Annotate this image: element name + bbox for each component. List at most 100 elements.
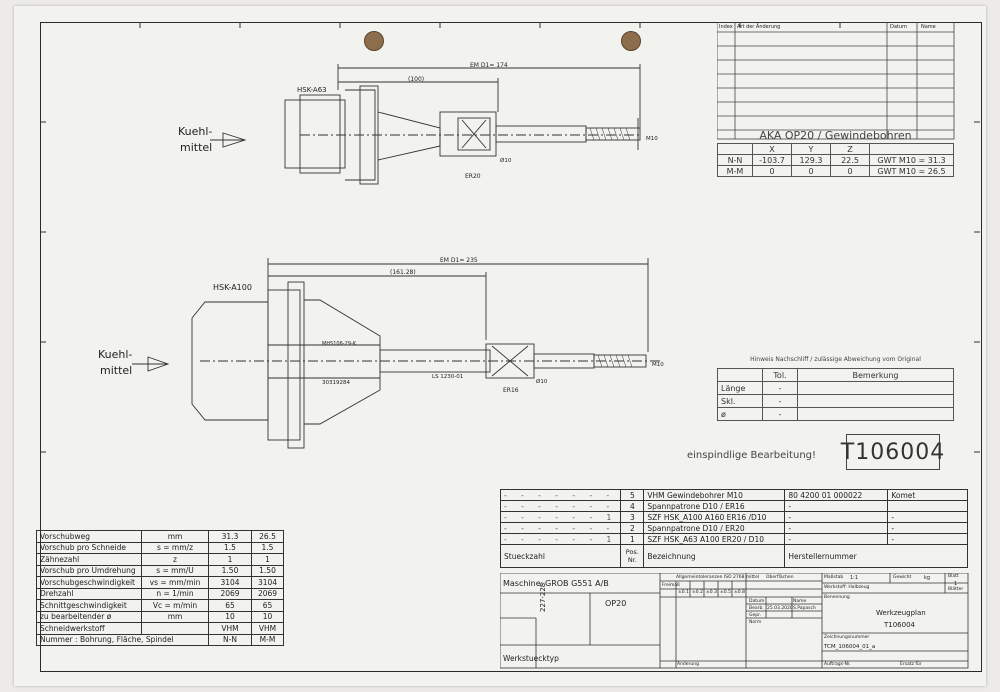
tb-gewicht: Gewicht [893,575,912,580]
spec-r0-c1: s = mm/z [141,541,209,554]
spec-r2-c0: Vorschub pro Umdrehung [36,564,142,577]
spec-r7-c3: VHM [251,622,284,635]
spec-r3-c2: 3104 [208,576,252,589]
parts-r4-number: - [784,533,889,545]
spec-r5-c0: Schnittgeschwindigkeit [36,599,142,612]
top-coolant-1: Kuehl- [178,125,212,138]
bottom-coolant-1: Kuehl- [98,348,132,361]
parts-r4-maker: - [887,533,968,545]
spec-r5-c1: Vc = m/min [141,599,209,612]
parts-r4-name: SZF HSK_A63 A100 ER20 / D10 [643,533,786,545]
parts-r1-name: Spannpatrone D10 / ER16 [643,500,786,512]
bottom-part2-label: 30319284 [322,380,350,386]
hinweis-title: Hinweis Nachschliff / zulässige Abweichu… [750,356,921,363]
punch-hole-left [364,31,384,51]
tb-benennung: Benennung [824,595,850,600]
spec-r6-c2: 10 [208,610,252,623]
parts-r1-number: - [784,500,889,512]
spec-r1-c2: 1 [208,553,252,566]
tb-op: OP20 [605,599,627,608]
hinweis-col-tol: Tol. [762,368,798,382]
drawing-frame [40,22,982,672]
aka-table: X Y Z N-N -103.7 129.3 22.5 GWT M10 = 31… [717,143,954,177]
tb-drawn: S.Papasch [793,606,816,611]
tb-tol-3: ±0.5 [720,590,731,595]
spec-r2-c1: s = mm/U [141,564,209,577]
aka-r1-x: 0 [752,165,792,177]
tb-aenderung: Änderung [677,662,699,667]
spec-r0-c3: 1.5 [251,541,284,554]
note-spindle: einspindlige Bearbeitung! [687,450,817,461]
top-dia-label: Ø10 [500,157,512,164]
parts-r2-number: - [784,511,889,523]
aka-r1-gwt: GWT M10 = 26.5 [869,165,954,177]
spec-r7-c0: Schneidwerkstoff [36,622,142,635]
tb-tol-header: Allgemeintoleranzen ISO 2768 mittel [676,575,760,580]
tb-tol-2: ±0.3 [706,590,717,595]
hinweis-col-remark: Bemerkung [797,368,954,382]
bottom-part1-label: MHS106-29-K [322,341,357,347]
parts-r1-maker [887,500,968,512]
parts-r2-name: SZF HSK_A100 A160 ER16 /D10 [643,511,786,523]
rev-col-name: Name [921,24,936,30]
tb-tol-0: ±0.1 [678,590,689,595]
tb-plan-id: T106004 [884,621,915,629]
spec-r6-c0: zu bearbeitender ø [36,610,142,623]
spec-r0-c2: 1.5 [208,541,252,554]
tb-tol-4: ±0.8 [734,590,745,595]
spec-h1: mm [141,530,209,543]
aka-title: AKA OP20 / Gewindebohren [759,129,912,142]
hinweis-r2-tol: - [762,407,798,421]
punch-hole-right [621,31,641,51]
spec-r1-c0: Zähnezahl [36,553,142,566]
tb-werkstueck: Werkstuecktyp [503,654,559,663]
spec-r8-c0: Nummer : Bohrung, Fläche, Spindel [36,633,209,646]
tb-name: Name [793,599,807,604]
rev-col-date: Datum [890,24,907,30]
parts-r0-pos: 5 [620,489,645,501]
hinweis-table: Tol. Bemerkung Länge - Skl. - ø - [717,368,954,421]
tb-freimass: Freimaß [662,583,681,588]
rev-col-change: Art der Änderung [737,24,781,30]
cutting-data-table: Vorschubweg mm 31.3 26.5 Vorschub pro Sc… [36,530,284,646]
spec-r6-c1: mm [141,610,209,623]
spec-r3-c3: 3104 [251,576,284,589]
top-holder-label: HSK-A63 [297,86,327,94]
spec-r5-c3: 65 [251,599,284,612]
parts-r4-pos: 1 [620,533,645,545]
bottom-holder-label: HSK-A100 [213,283,252,292]
parts-r3-maker: - [887,522,968,534]
tb-werkstoff: Werkstoff: Halbzeug [824,585,870,590]
spec-r4-c2: 2069 [208,587,252,600]
parts-r3-name: Spannpatrone D10 / ER20 [643,522,786,534]
hinweis-r2-label: ø [717,407,763,421]
bottom-em-label: EM D1= 235 [440,257,478,264]
parts-list: - - - - - - - 5 VHM Gewindebohrer M10 80… [499,489,968,568]
tb-part-no: 227-228 [539,582,547,612]
title-block-grid [500,573,969,669]
hinweis-r1-tol: - [762,394,798,408]
bottom-dia-label: Ø10 [536,378,548,385]
bottom-len-label: (161.28) [390,269,416,276]
top-thread-label: M10 [646,136,658,142]
spec-r4-c3: 2069 [251,587,284,600]
spec-r4-c0: Drehzahl [36,587,142,600]
spec-h3: 26.5 [251,530,284,543]
revision-table [717,22,955,140]
spec-r1-c1: z [141,553,209,566]
tb-auftrag: Auftrags-Nr. [824,662,851,667]
tb-blatt: Blatt [948,574,959,579]
spec-r2-c2: 1.50 [208,564,252,577]
spec-r0-c0: Vorschub pro Schneide [36,541,142,554]
parts-r4-count: 1 [606,534,618,544]
tb-blatt-val: 1 [954,581,958,587]
parts-r1-pos: 4 [620,500,645,512]
tb-date: 25.03.2020 [767,606,793,611]
top-em-label: EM D1= 174 [470,62,508,69]
parts-r0-number: 80 4200 01 000022 [784,489,889,501]
tb-massstab: Maßstab [824,575,844,580]
parts-r0-maker: Komet [887,489,968,501]
